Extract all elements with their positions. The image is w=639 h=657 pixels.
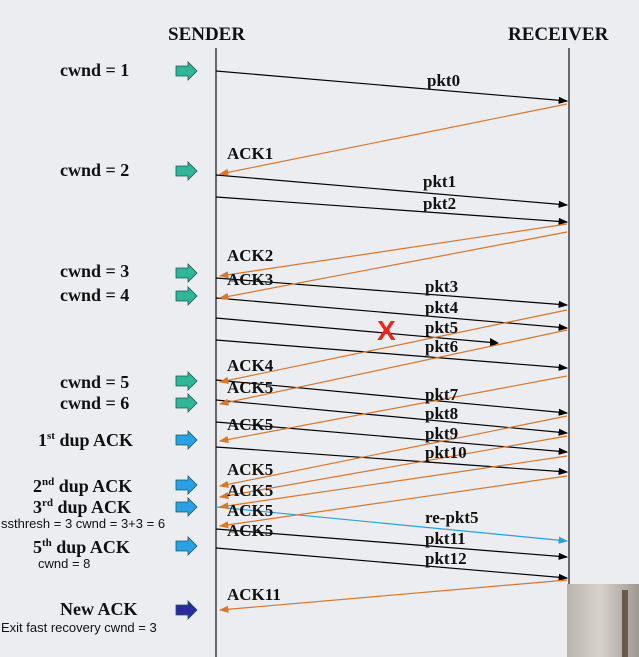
dup-ack-number: 1 [38, 430, 47, 450]
ack-label: ACK5 [227, 415, 274, 434]
dup-ack-text: dup ACK [54, 430, 133, 450]
state-arrow-icon [175, 393, 198, 413]
cwnd-label: cwnd = 6 [60, 393, 130, 413]
ack-label: ACK5 [227, 501, 274, 520]
dup-ack-label: 2nd dup ACK [33, 476, 132, 497]
state-arrow-icon [175, 371, 198, 391]
cwnd-label: cwnd = 3 [60, 261, 130, 281]
state-arrow-icon [175, 61, 198, 81]
ack-arrow [218, 579, 568, 613]
ack-label: ACK3 [227, 270, 274, 289]
cwnd-label: cwnd = 2 [60, 160, 130, 180]
ack-label: ACK5 [227, 521, 274, 540]
packet-label: pkt5 [425, 318, 459, 337]
ack-label: ACK1 [227, 144, 274, 163]
cwnd-label: cwnd = 5 [60, 372, 130, 392]
packet-label: pkt10 [425, 443, 467, 462]
packet-arrow [215, 421, 569, 455]
packet-arrow [215, 297, 569, 331]
sender-header: SENDER [168, 24, 246, 45]
state-arrow-icon [175, 600, 198, 620]
ack-arrow [218, 435, 568, 500]
dup-ack-number: 3 [33, 497, 42, 517]
packet-label: pkt1 [423, 172, 457, 191]
packet-arrow [215, 277, 569, 308]
new-ack-label: New ACK [60, 599, 138, 619]
state-arrow-icon [175, 263, 198, 283]
lost-packet-arrowhead [490, 338, 499, 347]
ack-label: ACK5 [227, 481, 274, 500]
ack-arrow [218, 103, 568, 176]
ack-arrow [218, 455, 568, 510]
ack-label: ACK4 [227, 356, 274, 375]
state-arrow-icon [175, 536, 198, 556]
packet-label: re-pkt5 [425, 508, 479, 527]
webcam-overlay [567, 584, 639, 657]
ack-arrow [218, 309, 568, 384]
dup-ack-text: dup ACK [54, 476, 133, 496]
ack-label: ACK11 [227, 585, 281, 604]
packet-arrow [215, 379, 569, 416]
ack-label: ACK5 [227, 460, 274, 479]
ack-arrow [218, 375, 568, 443]
dup-ack-ordinal: th [42, 537, 52, 549]
dup-ack-number: 5 [33, 537, 42, 557]
state-arrow-icon [175, 286, 198, 306]
ssthresh-note: ssthresh = 3 cwnd = 3+3 = 6 [1, 516, 166, 531]
dup-ack-ordinal: st [47, 430, 55, 442]
packet-arrow [215, 446, 569, 475]
ack-arrow [218, 223, 568, 279]
state-arrow-icon [175, 430, 198, 450]
packet-label: pkt4 [425, 298, 459, 317]
packet-label: pkt11 [425, 529, 466, 548]
dup-ack-text: dup ACK [53, 497, 132, 517]
state-arrow-icon [175, 161, 198, 181]
packet-arrow [215, 547, 569, 581]
packet-label: pkt9 [425, 424, 459, 443]
ack-arrow [218, 329, 568, 406]
state-arrow-icon [175, 497, 198, 517]
dup-ack-text: dup ACK [51, 537, 130, 557]
ack-arrow [218, 475, 568, 529]
packet-label: pkt6 [425, 337, 459, 356]
packet-arrow [215, 528, 569, 560]
dup-ack-ordinal: nd [42, 476, 55, 488]
packet-label: pkt2 [423, 194, 457, 213]
exit-fast-recovery-note: Exit fast recovery cwnd = 3 [1, 620, 157, 635]
ack-arrow [218, 415, 568, 488]
state-arrow-icon [175, 475, 198, 495]
cwnd-8-note: cwnd = 8 [38, 556, 91, 571]
dup-ack-label: 3rd dup ACK [33, 497, 131, 518]
packet-arrow [215, 317, 498, 344]
packet-arrow [215, 174, 569, 208]
ack-label: ACK5 [227, 378, 274, 397]
packet-label: pkt3 [425, 277, 459, 296]
cwnd-label: cwnd = 1 [60, 60, 130, 80]
webcam-door-frame [622, 590, 628, 657]
packet-label: pkt12 [425, 549, 467, 568]
packet-lost-marker: X [377, 315, 396, 346]
packet-arrow [215, 196, 569, 225]
packet-label: pkt0 [427, 71, 461, 90]
packet-arrow [215, 339, 569, 371]
dup-ack-label: 1st dup ACK [38, 430, 133, 451]
ack-label: ACK2 [227, 246, 274, 265]
packet-label: pkt7 [425, 385, 459, 404]
packet-arrow [215, 506, 569, 544]
dup-ack-label: 5th dup ACK [33, 537, 130, 558]
dup-ack-ordinal: rd [42, 497, 53, 509]
ack-arrow [218, 231, 568, 300]
packet-label: pkt8 [425, 404, 459, 423]
dup-ack-number: 2 [33, 476, 42, 496]
cwnd-label: cwnd = 4 [60, 285, 130, 305]
receiver-header: RECEIVER [508, 24, 609, 45]
packet-arrow [215, 70, 569, 104]
